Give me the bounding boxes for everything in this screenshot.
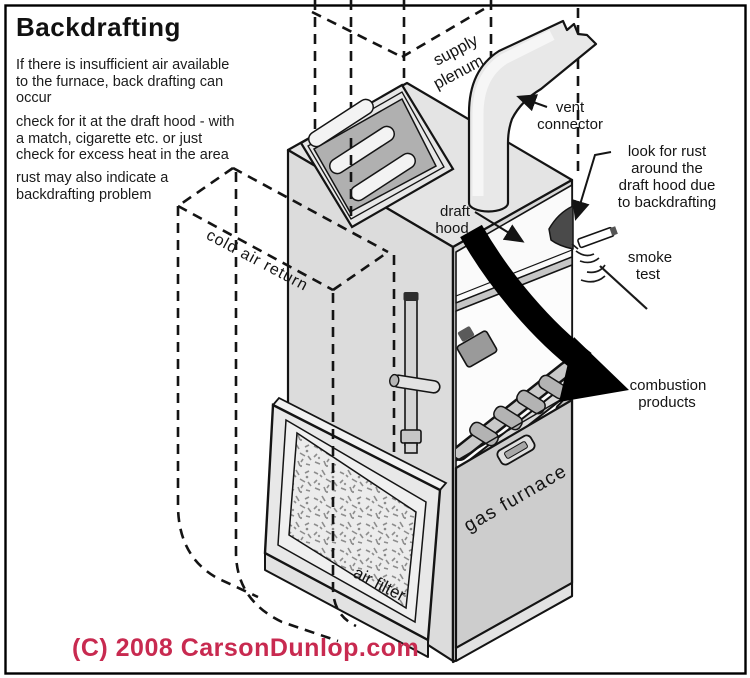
gas-pipe-cap: [403, 292, 419, 301]
backdraft-arrowhead: [559, 337, 629, 402]
copyright-text: (C) 2008 CarsonDunlop.com: [72, 634, 420, 662]
gas-pipe: [389, 292, 441, 454]
heat-exchanger-tube: [329, 125, 395, 175]
filter-media: [288, 431, 417, 610]
smoke-test-label-line2: test: [636, 266, 661, 283]
intro-paragraph: If there is insufficient air available t…: [16, 57, 229, 107]
rust-note-line3: draft hood due: [619, 177, 716, 194]
combustion-products-label-line1: combustion: [630, 377, 707, 394]
leader-lines: [474, 94, 612, 243]
paragraph-line: check for excess heat in the area: [16, 147, 229, 163]
air-filter: air filter: [263, 396, 448, 642]
combustion-products-label-line2: products: [638, 394, 696, 411]
plenum-collar: [299, 83, 455, 229]
draft-hood-inner-line: [455, 249, 573, 297]
paragraph-line: backdrafting problem: [16, 186, 152, 203]
gas-valve: [456, 326, 498, 368]
paragraph-line: rust may also indicate a: [16, 170, 169, 186]
panel-base-lip: [455, 582, 573, 662]
panel-top-edge: [455, 392, 573, 462]
heat-exchanger-tube: [308, 98, 374, 148]
draft-hood-leader: [474, 211, 525, 243]
cigarette-icon: [577, 226, 615, 249]
smoke-test-label-line1: smoke: [628, 249, 672, 266]
draft-hood-label-line1: draft: [440, 203, 471, 220]
cold-air-return-front-dashed: [331, 293, 357, 628]
rust-spot: [548, 205, 574, 250]
vent-connector-leader: [516, 94, 548, 112]
page-title: Backdrafting: [16, 12, 181, 42]
paragraph-line: a match, cigarette etc. or just: [16, 130, 203, 147]
draft-hood-label-line2: hood: [435, 220, 468, 237]
backdraft-arrow: [460, 224, 629, 402]
rust-note-leader: [572, 151, 612, 221]
rust-paragraph: rust may also indicate a backdrafting pr…: [16, 170, 168, 203]
paragraph-line: If there is insufficient air available: [16, 57, 230, 73]
rust-note-line2: around the: [631, 160, 703, 177]
supply-plenum-duct-dashed: [311, 0, 580, 178]
panel-handle: [496, 434, 536, 466]
rust-note-line4: to backdrafting: [618, 194, 716, 211]
vent-connector-pipe: [467, 19, 598, 213]
paragraph-line: to the furnace, back drafting can: [16, 73, 224, 90]
vent-connector-label-line1: vent: [556, 99, 585, 116]
check-paragraph: check for it at the draft hood - with a …: [16, 114, 234, 164]
gas-pipe-coupling: [400, 429, 422, 444]
page-border: [4, 4, 747, 675]
paragraph-line: check for it at the draft hood - with: [16, 114, 235, 130]
rust-note-line1: look for rust: [628, 143, 707, 160]
collar-interior: [312, 97, 438, 214]
paragraph-line: occur: [16, 90, 52, 106]
vent-connector-label-line2: connector: [537, 116, 603, 133]
cold-air-return-duct-dashed: [176, 166, 396, 643]
burner-tube: [493, 405, 523, 431]
gas-valve-handle: [389, 373, 441, 394]
smoke-test-sketch: [571, 226, 648, 310]
